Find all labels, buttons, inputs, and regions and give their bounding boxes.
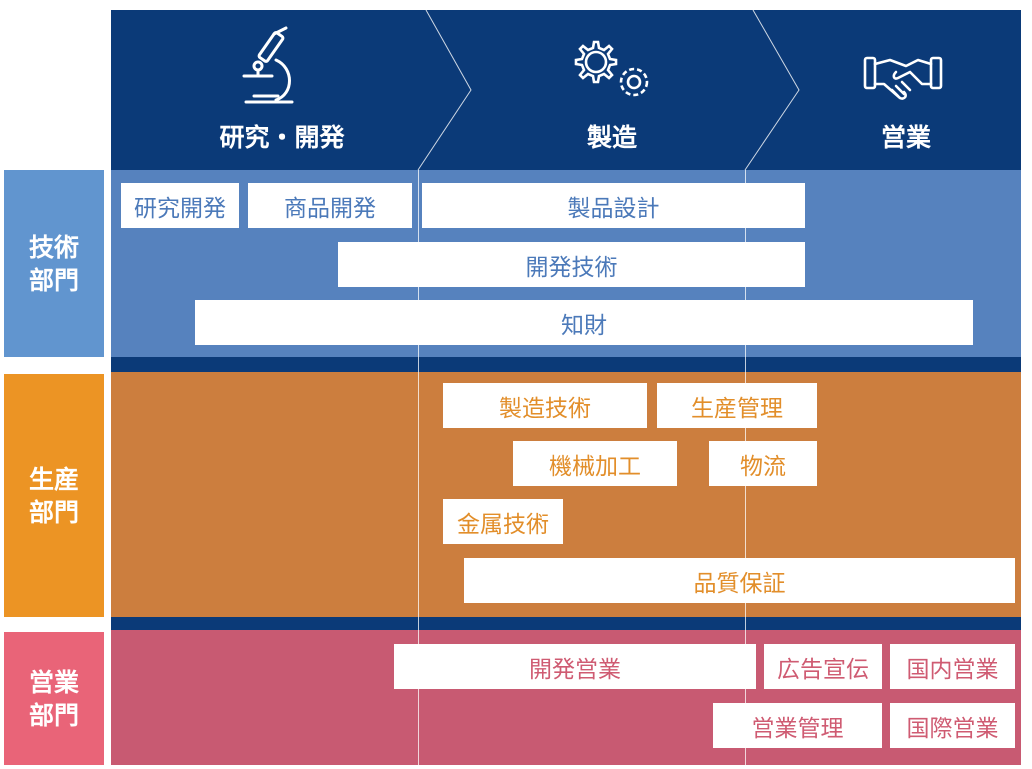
stage-title-rnd: 研究・開発 [219,123,345,152]
stage-header [111,10,1021,170]
function-box-intl-sales: 国際営業 [890,703,1015,748]
stage-guide-line [418,170,419,765]
function-box-product-design: 製品設計 [422,183,805,228]
gears-icon [574,40,649,97]
microscope-icon [242,26,294,104]
band-divider [111,357,1021,372]
function-box-ip: 知財 [195,300,973,345]
dept-label-line: 部門 [28,700,79,730]
function-box-sales-management: 営業管理 [713,703,882,748]
dept-label-line: 生産 [28,464,79,494]
dept-label-line: 技術 [28,232,79,262]
dept-label-line: 部門 [28,265,79,295]
function-box-mfg-engineering: 製造技術 [443,383,647,428]
function-box-advertising: 広告宣伝 [764,644,882,689]
band-divider [111,617,1021,630]
function-box-quality-assurance: 品質保証 [464,558,1015,603]
function-box-metal-tech: 金属技術 [443,499,563,544]
function-box-product-dev: 商品開発 [248,183,412,228]
function-box-domestic-sales: 国内営業 [890,644,1015,689]
stage-chevrons [417,9,800,170]
dept-label-line: 部門 [28,497,79,527]
function-box-logistics: 物流 [709,441,817,486]
dept-label-sales: 営業 部門 [4,632,104,765]
function-box-dev-engineering: 開発技術 [338,242,805,287]
function-box-research: 研究開発 [121,183,239,228]
dept-label-production: 生産 部門 [4,374,104,617]
function-box-production-control: 生産管理 [657,383,817,428]
dept-label-tech: 技術 部門 [4,170,104,357]
stage-title-manufacturing: 製造 [586,123,637,152]
dept-label-line: 営業 [28,667,79,697]
handshake-icon [863,56,943,100]
stage-title-sales: 営業 [880,123,931,152]
function-box-dev-sales: 開発営業 [394,644,756,689]
function-box-machining: 機械加工 [513,441,677,486]
